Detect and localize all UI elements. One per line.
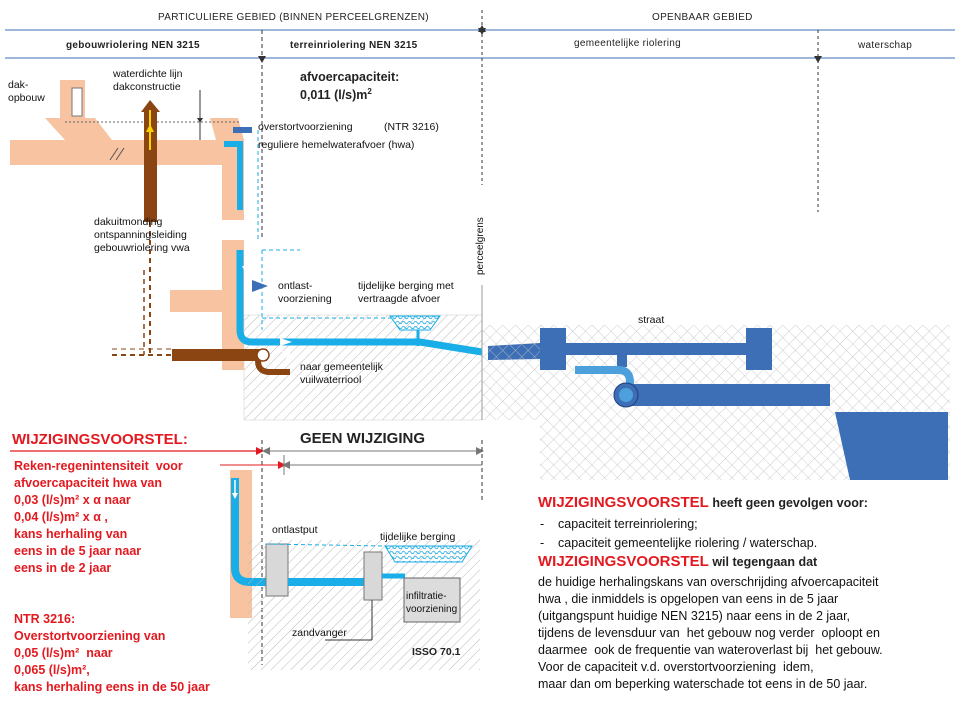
right-title-1: WIJZIGINGSVOORSTEL heeft geen gevolgen v… [538,494,868,511]
bullet-gemeentelijke-riolering: capaciteit gemeentelijke riolering / wat… [558,536,818,550]
label-waterdichte-lijn: waterdichte lijn dakconstructie [113,68,183,93]
label-bottom-berging: tijdelijke berging [380,531,456,543]
street-section [482,325,950,480]
right-title-2: WIJZIGINGSVOORSTEL wil tegengaan dat [538,553,818,570]
label-isso: ISSO 70.1 [412,646,461,658]
label-ontlastvoorziening: ontlast- voorziening [278,280,332,305]
header-private-area: PARTICULIERE GEBIED (BINNEN PERCEELGRENZ… [158,12,429,23]
wijzigingsvoorstel-heading: WIJZIGINGSVOORSTEL: [12,431,188,448]
red-block-ntr: NTR 3216: Overstortvoorziening van 0,05 … [14,612,210,694]
bullet-dash-2: - [540,536,545,550]
header-lines [5,10,955,240]
label-afvoercapaciteit-value: 0,011 (l/s)m2 [300,86,372,102]
red-block-regenintensiteit: Reken-regenintensiteit voor afvoercapaci… [14,459,183,575]
label-ontlastput: ontlastput [272,524,318,536]
label-hwa: reguliere hemelwaterafvoer (hwa) [258,139,415,151]
middle-lines [10,440,484,665]
right-paragraph: de huidige herhalingskans van overschrij… [538,575,883,691]
label-zandvanger: zandvanger [292,627,347,639]
label-overstortvoorziening: overstortvoorziening [258,121,353,133]
subheader-gebouw: gebouwriolering NEN 3215 [66,40,200,51]
label-vuilwaterriool: naar gemeentelijk vuilwaterriool [300,361,383,386]
roof-building [10,80,244,220]
downpipe-top [224,127,259,240]
label-infiltratievoorziening: infiltratie- voorziening [406,591,458,615]
bullet-dash-1: - [540,517,545,531]
label-ntr: (NTR 3216) [384,121,439,133]
label-straat: straat [638,314,665,326]
label-dakuitmonding: dakuitmonding ontspanningsleiding gebouw… [94,216,190,254]
subheader-waterschap: waterschap [858,40,913,51]
geen-wijziging-heading: GEEN WIJZIGING [300,430,426,447]
subheader-terrein: terreinriolering NEN 3215 [290,40,418,51]
label-tijdelijke-berging: tijdelijke berging met vertraagde afvoer [358,280,454,305]
label-dakopbouw: dak- opbouw [8,79,45,104]
header-public-area: OPENBAAR GEBIED [652,12,753,23]
vent-pipe [141,100,160,355]
subheader-gemeente: gemeentelijke riolering [574,38,681,49]
label-perceelgrens: perceelgrens [475,217,486,275]
label-afvoercapaciteit-title: afvoercapaciteit: [300,70,400,84]
bottom-section [230,470,480,670]
bullet-terreinriolering: capaciteit terreinriolering; [558,517,698,531]
